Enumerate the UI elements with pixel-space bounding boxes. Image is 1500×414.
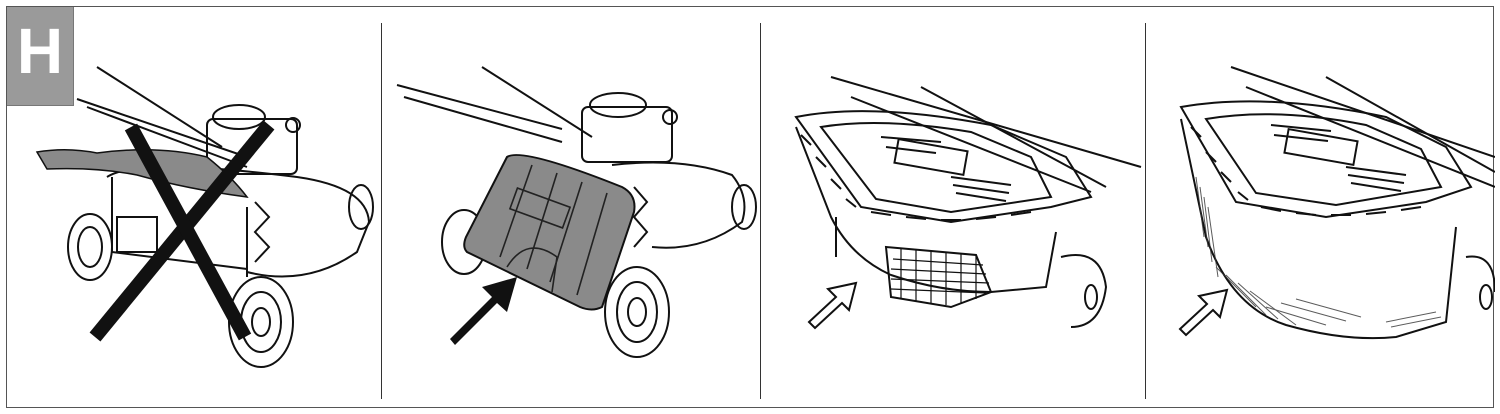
panel-grass-box-empty — [761, 7, 1145, 407]
panel-wrong-no-bag: H — [7, 7, 381, 407]
mower-no-deflector-illustration — [35, 66, 374, 368]
mower-with-deflector-illustration — [396, 66, 757, 358]
grass-box-full-illustration — [1178, 66, 1495, 340]
panel-divider — [760, 23, 761, 399]
panel-fit-deflector — [382, 7, 760, 407]
insert-arrow — [450, 277, 517, 345]
mower-outline — [396, 66, 757, 358]
mesh-grid — [890, 249, 990, 305]
grass-box-outline — [1179, 66, 1495, 340]
panel-divider — [1145, 23, 1146, 399]
section-label-box: H — [7, 7, 74, 106]
full-shading — [1195, 176, 1442, 328]
cross-out-mark — [89, 120, 275, 342]
figure-frame: H — [6, 6, 1495, 408]
section-label: H — [16, 15, 64, 87]
grass-flap — [35, 149, 249, 198]
grass-box-empty-illustration — [794, 76, 1142, 330]
indicator-arrow — [807, 281, 858, 330]
panel-divider — [381, 23, 382, 399]
grass-box-outline — [794, 76, 1142, 328]
deflector-shield — [463, 154, 636, 311]
panel-grass-box-full — [1146, 7, 1495, 407]
indicator-arrow — [1178, 288, 1229, 337]
